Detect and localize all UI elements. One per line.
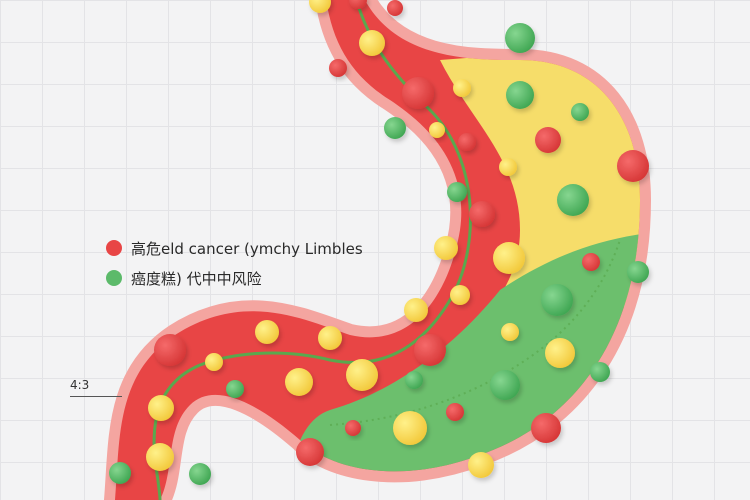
yellow-node [359, 30, 385, 56]
yellow-node [148, 395, 174, 421]
yellow-node [255, 320, 279, 344]
red-node [387, 0, 403, 16]
legend-label-medium-risk: 癌度糕) 代中中风险 [131, 269, 262, 288]
red-node [531, 413, 561, 443]
yellow-node [453, 79, 471, 97]
yellow-node [545, 338, 575, 368]
green-node [109, 462, 131, 484]
green-node [384, 117, 406, 139]
yellow-node [450, 285, 470, 305]
yellow-node [493, 242, 525, 274]
red-node [458, 133, 476, 151]
green-node [571, 103, 589, 121]
yellow-node [429, 122, 445, 138]
yellow-node [146, 443, 174, 471]
red-node [469, 201, 495, 227]
yellow-node [346, 359, 378, 391]
yellow-node [285, 368, 313, 396]
red-node [414, 334, 446, 366]
green-node [557, 184, 589, 216]
red-node [296, 438, 324, 466]
yellow-node [468, 452, 494, 478]
legend-label-high-risk: 高危eld cancer (ymchy Limbles [131, 239, 363, 258]
yellow-node [205, 353, 223, 371]
yellow-node [404, 298, 428, 322]
green-node [590, 362, 610, 382]
green-node [405, 371, 423, 389]
red-node [345, 420, 361, 436]
green-node [541, 284, 573, 316]
red-node [446, 403, 464, 421]
red-node [154, 334, 186, 366]
yellow-node [501, 323, 519, 341]
red-node [402, 77, 434, 109]
green-node [506, 81, 534, 109]
risk-nodes [109, 0, 649, 485]
yellow-node [318, 326, 342, 350]
red-node [535, 127, 561, 153]
red-node [329, 59, 347, 77]
yellow-node [393, 411, 427, 445]
green-node [490, 370, 520, 400]
red-node [582, 253, 600, 271]
yellow-node [499, 158, 517, 176]
yellow-node [434, 236, 458, 260]
ratio-label: 4:3 [70, 378, 90, 392]
red-node [349, 0, 367, 9]
legend-item-medium-risk: 癌度糕) 代中中风险 [106, 266, 363, 290]
green-node [447, 182, 467, 202]
red-dot-icon [106, 240, 122, 256]
ratio-underline [70, 396, 122, 397]
red-node [617, 150, 649, 182]
green-node [505, 23, 535, 53]
green-dot-icon [106, 270, 122, 286]
legend-item-high-risk: 高危eld cancer (ymchy Limbles [106, 236, 363, 260]
green-node [226, 380, 244, 398]
legend: 高危eld cancer (ymchy Limbles 癌度糕) 代中中风险 [106, 236, 363, 296]
green-node [189, 463, 211, 485]
green-node [627, 261, 649, 283]
yellow-node [309, 0, 331, 13]
